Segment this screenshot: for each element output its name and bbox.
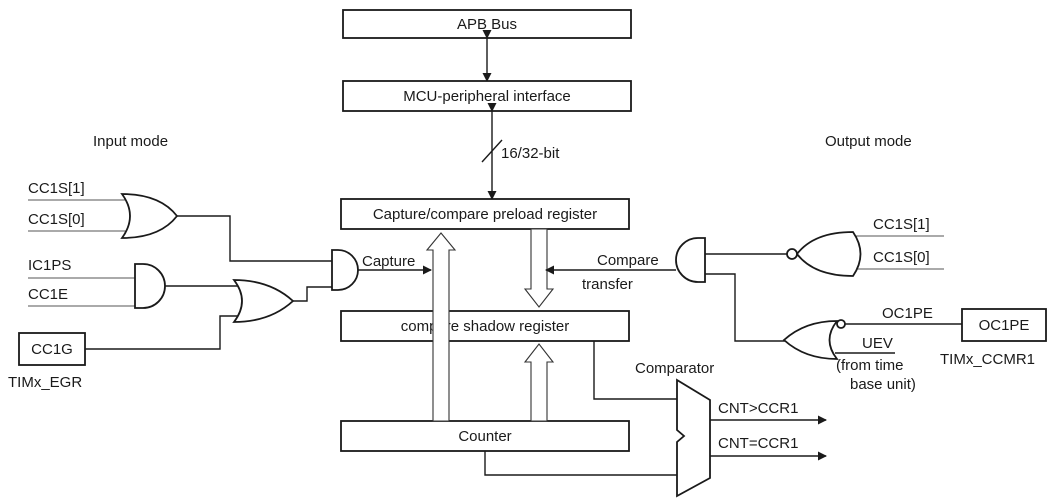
oc1pe-register: OC1PE	[961, 308, 1047, 342]
mcu-interface-label: MCU-peripheral interface	[403, 88, 571, 105]
uev-note-line1: (from time	[836, 357, 904, 374]
or-gate-preload-enable	[782, 320, 839, 360]
comparator-block	[676, 378, 711, 498]
cnt-gt-ccr1-label: CNT>CCR1	[718, 400, 798, 417]
or-gate-capture-source	[232, 279, 295, 323]
input-cc1e-label: CC1E	[28, 286, 68, 303]
oc1pe-signal-label: OC1PE	[882, 305, 933, 322]
uev-label: UEV	[862, 335, 893, 352]
data-bus-arrow: 16/32-bit	[481, 103, 560, 200]
nor-gate-cc1s	[795, 231, 862, 277]
ccmr1-register-label: TIMx_CCMR1	[940, 351, 1035, 368]
preload-register-block: Capture/compare preload register	[340, 198, 630, 230]
inverter-bubble	[786, 248, 798, 260]
shadow-register-block: compare shadow register	[340, 310, 630, 342]
input-cc1s1-label: CC1S[1]	[28, 180, 85, 197]
and-gate-compare	[675, 237, 706, 283]
bus-width-label: 16/32-bit	[501, 145, 560, 162]
and-gate-capture	[331, 249, 359, 291]
comparator-title: Comparator	[635, 360, 714, 377]
transfer-label: transfer	[582, 276, 633, 293]
input-mode-title: Input mode	[93, 133, 168, 150]
cnt-eq-ccr1-label: CNT=CCR1	[718, 435, 798, 452]
compare-transfer-arrow	[523, 228, 555, 308]
input-ic1ps-label: IC1PS	[28, 257, 71, 274]
output-cc1s1-label: CC1S[1]	[873, 216, 930, 233]
mcu-interface-block: MCU-peripheral interface	[342, 80, 632, 112]
capture-transfer-arrow	[425, 232, 457, 422]
capture-label: Capture	[362, 253, 415, 270]
counter-to-shadow-arrow	[523, 343, 555, 422]
compare-label: Compare	[597, 252, 659, 269]
or-gate-cc1s	[120, 193, 179, 239]
counter-label: Counter	[458, 428, 511, 445]
shadow-register-label: compare shadow register	[401, 318, 569, 335]
output-cc1s0-label: CC1S[0]	[873, 249, 930, 266]
inverter-bubble-oc1pe	[836, 319, 846, 329]
output-mode-title: Output mode	[825, 133, 912, 150]
apb-bus-block: APB Bus	[342, 9, 632, 39]
and-gate-ic1ps-cc1e	[134, 263, 166, 309]
counter-block: Counter	[340, 420, 630, 452]
cc1g-register: CC1G	[18, 332, 86, 366]
oc1pe-register-label: OC1PE	[979, 317, 1030, 334]
input-cc1s0-label: CC1S[0]	[28, 211, 85, 228]
apb-bus-label: APB Bus	[457, 16, 517, 33]
preload-register-label: Capture/compare preload register	[373, 206, 597, 223]
cc1g-label: CC1G	[31, 341, 73, 358]
egr-register-label: TIMx_EGR	[8, 374, 82, 391]
uev-note-line2: base unit)	[850, 376, 916, 393]
